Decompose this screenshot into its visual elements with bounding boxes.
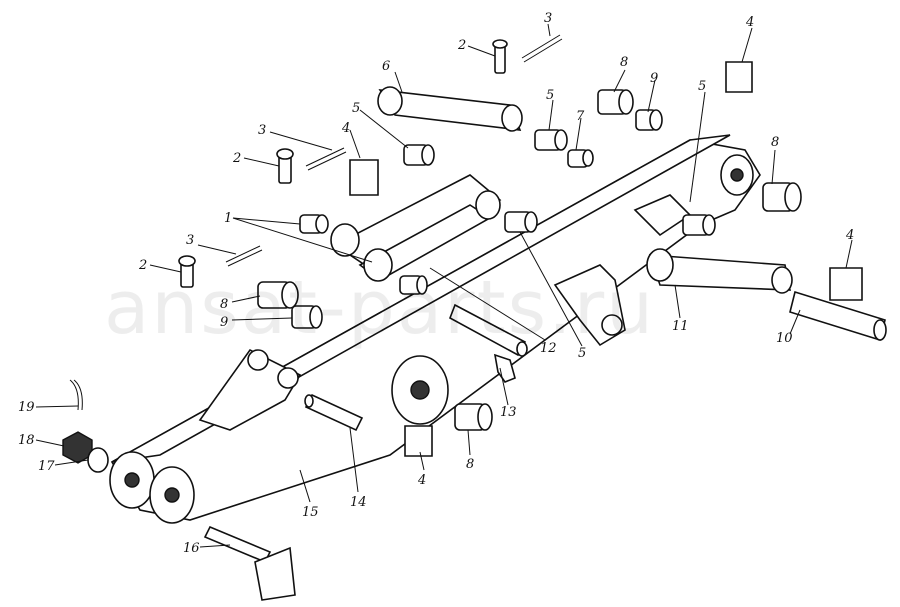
upper-link xyxy=(377,86,523,132)
watermark: ansat-parts.ru xyxy=(104,265,655,351)
leader-lines xyxy=(35,23,853,548)
callout-4d: 4 xyxy=(417,473,426,488)
grease-fitting-d xyxy=(404,425,433,457)
pin-with-plate xyxy=(203,525,296,601)
callout-8b: 8 xyxy=(771,135,779,150)
callout-4a: 4 xyxy=(341,121,350,136)
callout-8a: 8 xyxy=(620,55,628,70)
callout-5a: 5 xyxy=(352,101,360,116)
bushing-center xyxy=(399,275,428,295)
callout-11: 11 xyxy=(672,319,689,334)
callout-9a: 9 xyxy=(650,71,658,86)
grease-fitting-a xyxy=(349,159,379,196)
bushing-7 xyxy=(567,149,594,168)
callout-17: 17 xyxy=(38,459,55,474)
callout-8d: 8 xyxy=(466,457,474,472)
callout-1: 1 xyxy=(224,211,232,226)
callout-4b: 4 xyxy=(745,15,754,30)
callout-3a: 3 xyxy=(544,11,552,26)
nut-and-washer xyxy=(62,431,109,473)
callout-19: 19 xyxy=(18,400,35,415)
bushing-9a xyxy=(635,109,663,131)
shaft-center xyxy=(449,303,528,357)
washer xyxy=(87,447,109,473)
bushing-5b xyxy=(534,129,568,151)
grease-fitting-b xyxy=(725,61,753,93)
callout-12: 12 xyxy=(540,341,557,356)
beam-pin xyxy=(304,393,364,432)
bushing-5a xyxy=(403,144,435,166)
bushings xyxy=(257,89,802,431)
shaft-right xyxy=(789,290,887,342)
pins xyxy=(178,39,508,288)
pin-2b xyxy=(276,148,294,184)
bracket xyxy=(553,264,626,347)
bushing-8a xyxy=(597,89,634,115)
callout-3c: 3 xyxy=(186,233,194,248)
callout-5b: 5 xyxy=(546,88,554,103)
cotter-pin-19 xyxy=(69,379,83,411)
clip xyxy=(493,353,516,383)
link-arm xyxy=(330,174,502,282)
callout-9b: 9 xyxy=(220,315,228,330)
callout-2a: 2 xyxy=(457,38,466,53)
callout-8c: 8 xyxy=(220,297,228,312)
cotter-pins xyxy=(69,34,563,411)
grease-fittings xyxy=(349,61,863,457)
bushing-9b xyxy=(291,305,323,329)
callout-6: 6 xyxy=(382,59,390,74)
right-link xyxy=(646,248,793,294)
callout-14: 14 xyxy=(350,495,367,510)
callout-2b: 2 xyxy=(232,151,241,166)
callout-10: 10 xyxy=(776,331,793,346)
cotter-pin-3c xyxy=(225,245,263,267)
callout-18: 18 xyxy=(18,433,35,448)
bushing-5d xyxy=(682,214,716,236)
bushing-5c xyxy=(504,211,538,233)
grease-fitting-c xyxy=(829,267,863,301)
callout-5d: 5 xyxy=(578,346,586,361)
bushing-1 xyxy=(299,214,329,234)
callout-7: 7 xyxy=(576,109,585,124)
pin-2c xyxy=(178,255,196,288)
callout-15: 15 xyxy=(302,505,319,520)
bushing-8b xyxy=(762,182,802,212)
callout-16: 16 xyxy=(183,541,200,556)
bushing-8c xyxy=(257,281,299,309)
cotter-pin-3b xyxy=(305,147,347,171)
callout-5c: 5 xyxy=(698,79,706,94)
cotter-pin-3a xyxy=(521,34,563,63)
callout-2c: 2 xyxy=(138,258,147,273)
callout-3b: 3 xyxy=(258,123,266,138)
callout-labels: 1 2 2 2 3 3 3 4 4 4 4 5 5 5 5 6 7 8 8 8 … xyxy=(18,11,854,556)
bushing-8d xyxy=(454,403,493,431)
callout-13: 13 xyxy=(500,405,517,420)
pin-2a xyxy=(492,39,508,74)
callout-4c: 4 xyxy=(845,228,854,243)
main-beam xyxy=(109,134,761,524)
